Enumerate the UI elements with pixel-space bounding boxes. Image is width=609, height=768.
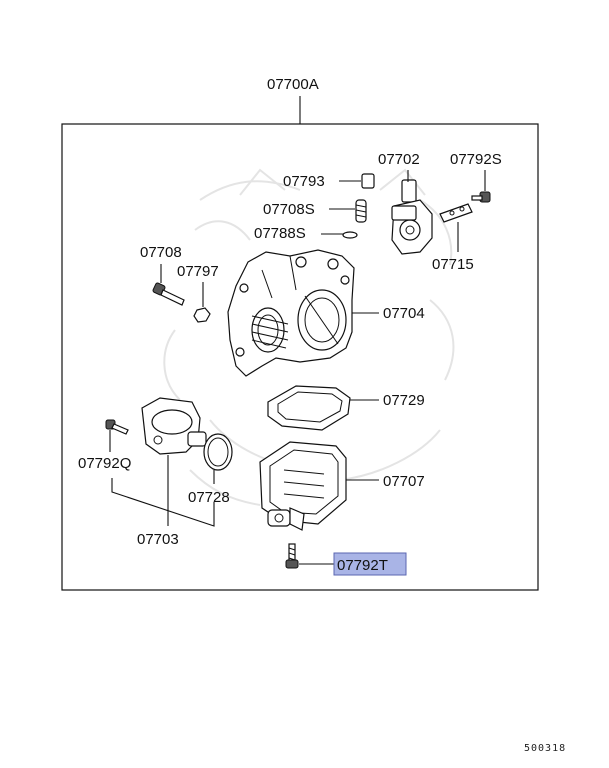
callout-07708S[interactable]: 07708S <box>263 201 315 218</box>
assembly-label[interactable]: 07700A <box>267 76 319 93</box>
bracket-07715-part[interactable] <box>439 203 473 223</box>
footer-code: 500318 <box>524 743 566 754</box>
callout-07729[interactable]: 07729 <box>383 392 425 409</box>
nut-07797-part[interactable] <box>193 307 211 323</box>
isc-motor-07703-part[interactable] <box>141 397 207 455</box>
oring-07788S-part[interactable] <box>342 231 358 239</box>
callout-07703[interactable]: 07703 <box>137 531 179 548</box>
callout-07797[interactable]: 07797 <box>177 263 219 280</box>
screw-07792Q-part[interactable] <box>105 419 129 435</box>
callout-07702[interactable]: 07702 <box>378 151 420 168</box>
callout-07792Q[interactable]: 07792Q <box>78 455 131 472</box>
cap-07793-part[interactable] <box>361 173 375 189</box>
callout-07792S[interactable]: 07792S <box>450 151 502 168</box>
screw-07708S-part[interactable] <box>355 199 367 223</box>
callout-07707[interactable]: 07707 <box>383 473 425 490</box>
callout-07708[interactable]: 07708 <box>140 244 182 261</box>
screw-07792S-part[interactable] <box>471 191 491 203</box>
watermark-emblem <box>163 168 455 506</box>
oring-07728-part[interactable] <box>203 433 233 471</box>
gasket-07729-part[interactable] <box>267 385 351 431</box>
throttle-position-sensor-part[interactable] <box>391 179 433 255</box>
callout-07715[interactable]: 07715 <box>432 256 474 273</box>
screw-07792T-part[interactable] <box>285 543 299 569</box>
callout-07788S[interactable]: 07788S <box>254 225 306 242</box>
housing-07707-part[interactable] <box>259 441 347 531</box>
callout-07704[interactable]: 07704 <box>383 305 425 322</box>
highlight-07792T <box>333 552 407 576</box>
throttle-body-part[interactable] <box>227 249 355 377</box>
callout-07793[interactable]: 07793 <box>283 173 325 190</box>
callout-07728[interactable]: 07728 <box>188 489 230 506</box>
callout-07792T[interactable]: 07792T <box>337 557 388 574</box>
bolt-07708-part[interactable] <box>152 282 185 306</box>
